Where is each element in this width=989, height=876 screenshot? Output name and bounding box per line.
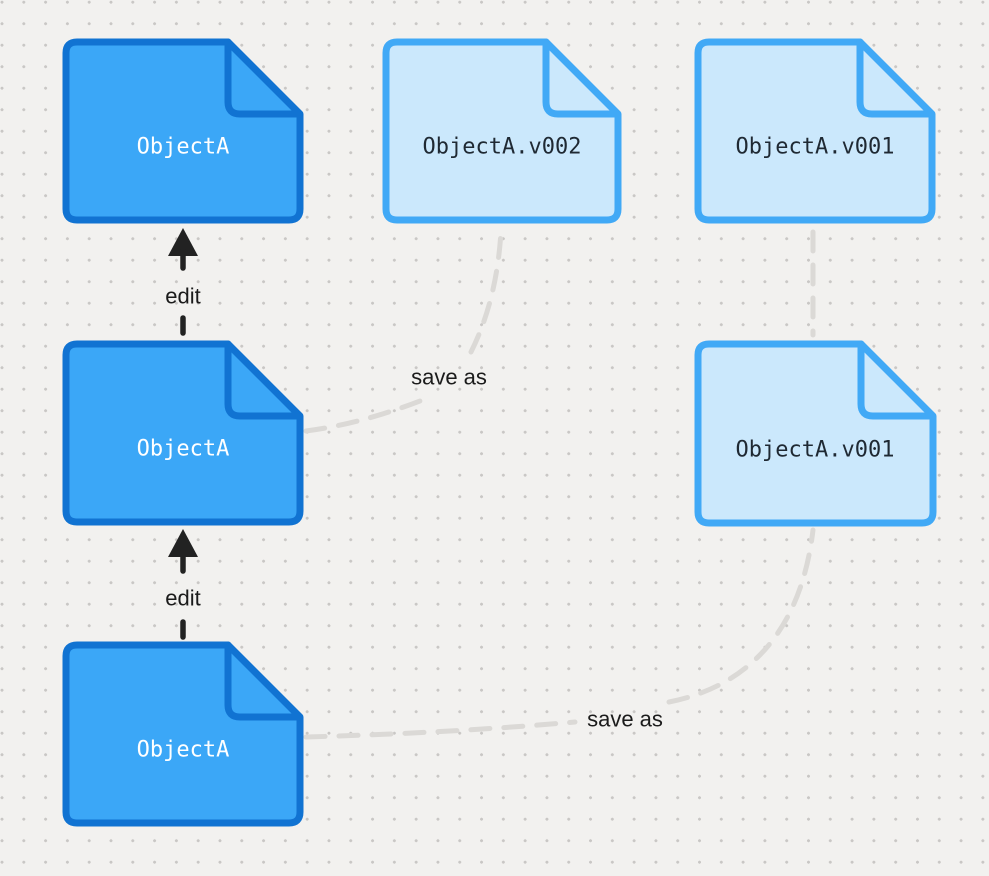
save-as-label-lower: save as [587,707,663,732]
document-node-objecta-v002: ObjectA.v002 [382,38,622,224]
save-as-connector-upper: save as [303,228,504,434]
save-as-curve-lower-start [303,719,578,740]
document-label: ObjectA [137,437,230,462]
save-as-curve-upper-end [468,228,504,355]
edit-arrow-lower: edit [165,529,201,640]
save-as-connector-lower: save as [303,527,816,740]
save-as-label-upper: save as [411,365,487,390]
edit-label-upper: edit [165,284,200,309]
document-shape [62,340,304,526]
document-node-objecta-bottom: ObjectA [62,641,304,827]
folded-corner-icon [224,340,303,420]
edit-arrow-upper: edit [165,228,201,336]
document-shape [62,641,304,827]
folded-corner-icon [224,38,303,118]
document-label: ObjectA [137,135,230,160]
document-label: ObjectA [137,738,230,763]
document-node-objecta-v001-top: ObjectA.v001 [694,38,936,224]
document-label: ObjectA.v001 [736,135,895,160]
save-as-curve-lower-end [666,527,816,705]
document-label: ObjectA.v002 [423,135,582,160]
document-node-objecta-v001-middle: ObjectA.v001 [694,340,937,527]
folded-corner-icon [857,340,936,420]
folded-corner-icon [856,38,935,118]
document-node-objecta-top: ObjectA [62,38,304,224]
arrow-head-icon [168,228,198,256]
document-shape [382,38,622,224]
save-as-curve-upper-start [303,398,423,434]
document-node-objecta-middle: ObjectA [62,340,304,526]
document-shape [694,340,937,527]
document-shape [62,38,304,224]
edit-label-lower: edit [165,586,200,611]
document-label: ObjectA.v001 [736,438,895,463]
folded-corner-icon [224,641,303,721]
folded-corner-icon [542,38,621,118]
arrow-head-icon [168,529,198,557]
document-shape [694,38,936,224]
